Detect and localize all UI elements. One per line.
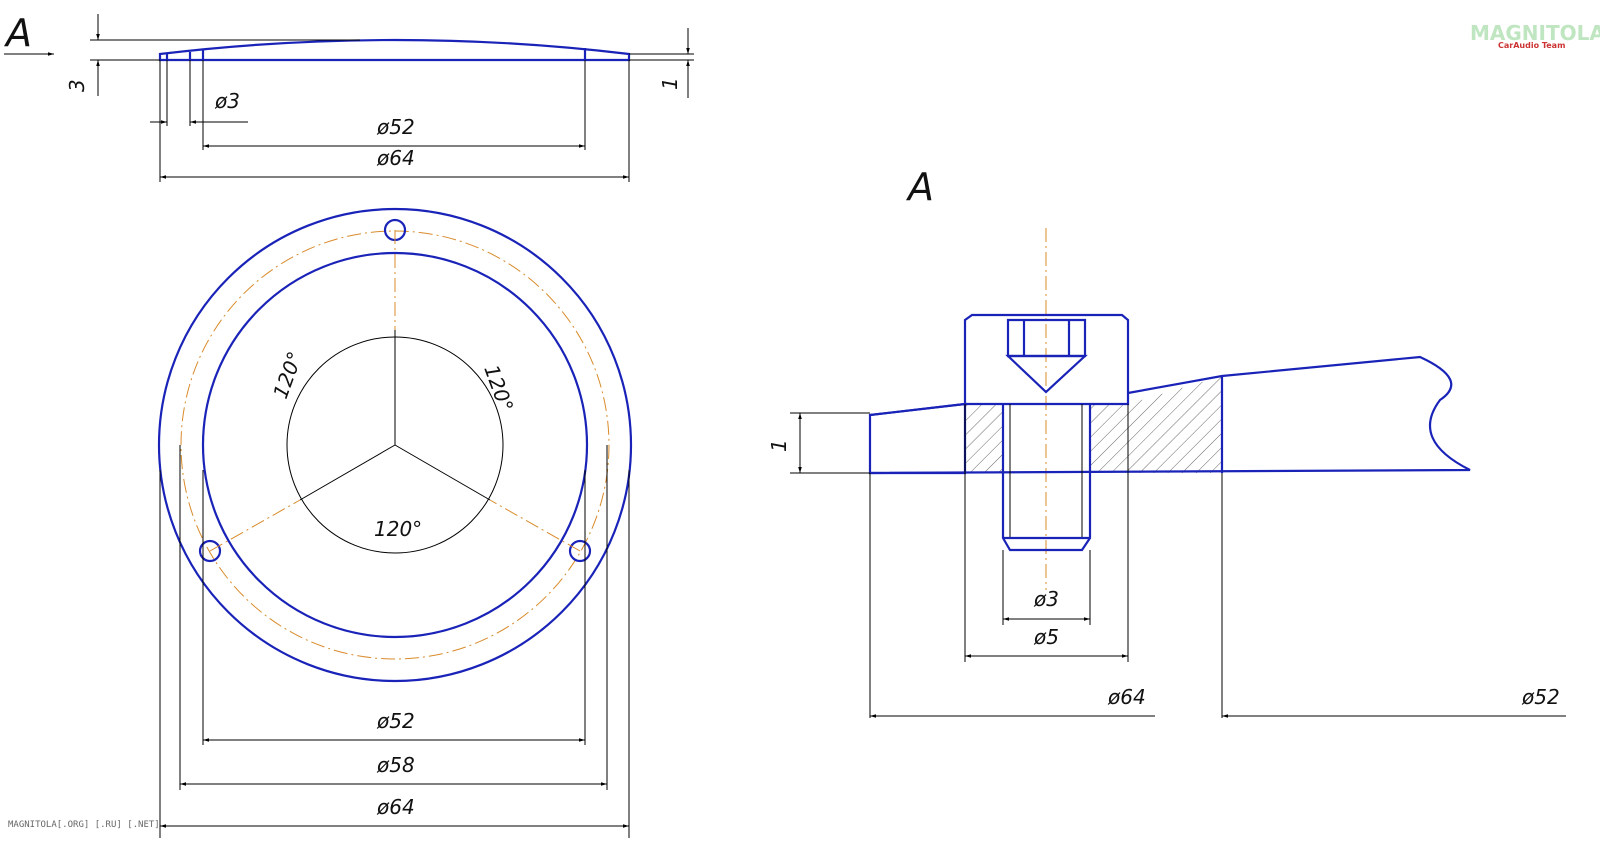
side-thickness-dim: 1 [658,77,682,90]
plan-outer-dim: ø64 [376,795,415,819]
side-outer-dim: ø64 [376,146,415,170]
section-outer-dim: ø64 [1107,685,1146,709]
bolt-hole-left [198,539,222,563]
angle-label-right: 120° [479,362,518,415]
section-head-dim: ø5 [1033,625,1059,649]
outer-ring [157,207,633,683]
side-height-dim: 3 [65,79,89,92]
plan-inner-dim: ø52 [376,709,415,733]
section-view: A 1 ø3 ø5 ø64 [767,165,1566,718]
bolt-hole-right [568,539,592,563]
section-inner-dim: ø52 [1521,685,1560,709]
logo-subtitle: CarAudio Team [1498,41,1565,50]
section-label: A [905,165,934,209]
view-marker-letter: A [3,11,32,55]
side-view-profile [158,38,631,62]
section-thickness-dim: 1 [767,439,791,452]
inner-ring [201,251,589,639]
plan-bolt-circle-dim: ø58 [376,753,415,777]
section-thread-dim: ø3 [1033,587,1059,611]
logo: MAGNITOLA CarAudio Team [1470,21,1600,50]
side-view: 3 1 ø3 ø52 ø64 [65,14,694,182]
side-inner-dim: ø52 [376,115,415,139]
logo-text: MAGNITOLA [1470,21,1600,45]
angle-label-bottom: 120° [374,517,422,541]
screw-shank [1001,404,1092,552]
plan-view: 120° 120° 120° ø52 ø58 ø64 [157,207,633,838]
view-marker: A [3,11,54,56]
side-hole-dim: ø3 [214,89,240,113]
plate-right-section [1090,376,1222,473]
angle-label-left: 120° [268,348,307,401]
watermark: MAGNITOLA[.ORG] [.RU] [.NET] [8,820,160,830]
